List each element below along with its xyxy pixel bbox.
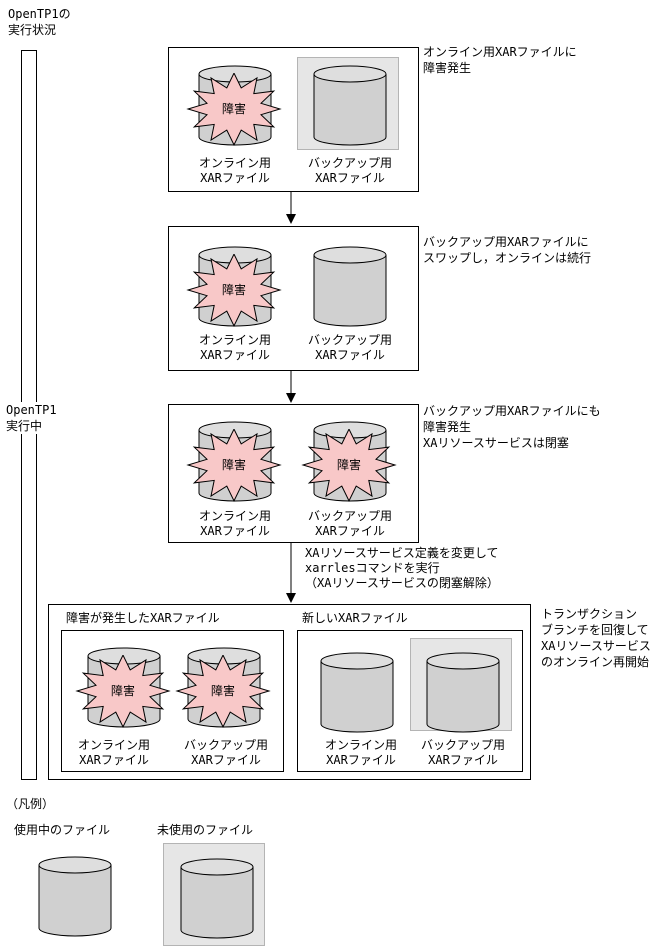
flow-arrow [286, 371, 296, 403]
legend-unused-label: 未使用のファイル [157, 823, 254, 837]
fault-burst-icon: 障害 [184, 73, 284, 147]
fault-label: 障害 [110, 684, 135, 698]
fault-burst-icon: 障害 [173, 655, 273, 729]
fault-label: 障害 [221, 102, 246, 116]
backup-file-cylinder [313, 246, 387, 332]
legend-in-use-label: 使用中のファイル [14, 823, 111, 837]
fault-burst-icon: 障害 [73, 655, 173, 729]
fault-label: 障害 [210, 684, 235, 698]
fault-burst-icon: 障害 [184, 429, 284, 503]
fault-burst-icon: 障害 [184, 254, 284, 328]
flow-arrow [286, 543, 296, 603]
stage-1-note: オンライン用XARファイルに障害発生 [423, 45, 577, 75]
fault-label: 障害 [221, 283, 246, 297]
old-files-group-title: 障害が発生したXARファイル [66, 611, 220, 625]
new-files-group-title: 新しいXARファイル [302, 611, 408, 625]
online-file-cylinder [320, 652, 394, 738]
backup-file-cylinder [313, 65, 387, 151]
final-stage-note: トランザクションブランチを回復して XAリソースサービスのオンライン再開始 [541, 607, 651, 669]
stage-2-note: バックアップ用XARファイルにスワップし，オンラインは続行 [423, 235, 592, 265]
fault-label: 障害 [336, 458, 361, 472]
legend-title: （凡例） [6, 797, 55, 811]
backup-file-cylinder [426, 652, 500, 738]
in-use-file-cylinder [38, 856, 112, 942]
fault-label: 障害 [221, 458, 246, 472]
status-header: OpenTP1の 実行状況 [8, 7, 71, 37]
flow-arrow [286, 192, 296, 224]
status-running-label: OpenTP1 実行中 [6, 402, 57, 434]
unused-file-cylinder [180, 858, 254, 944]
fault-burst-icon: 障害 [299, 429, 399, 503]
